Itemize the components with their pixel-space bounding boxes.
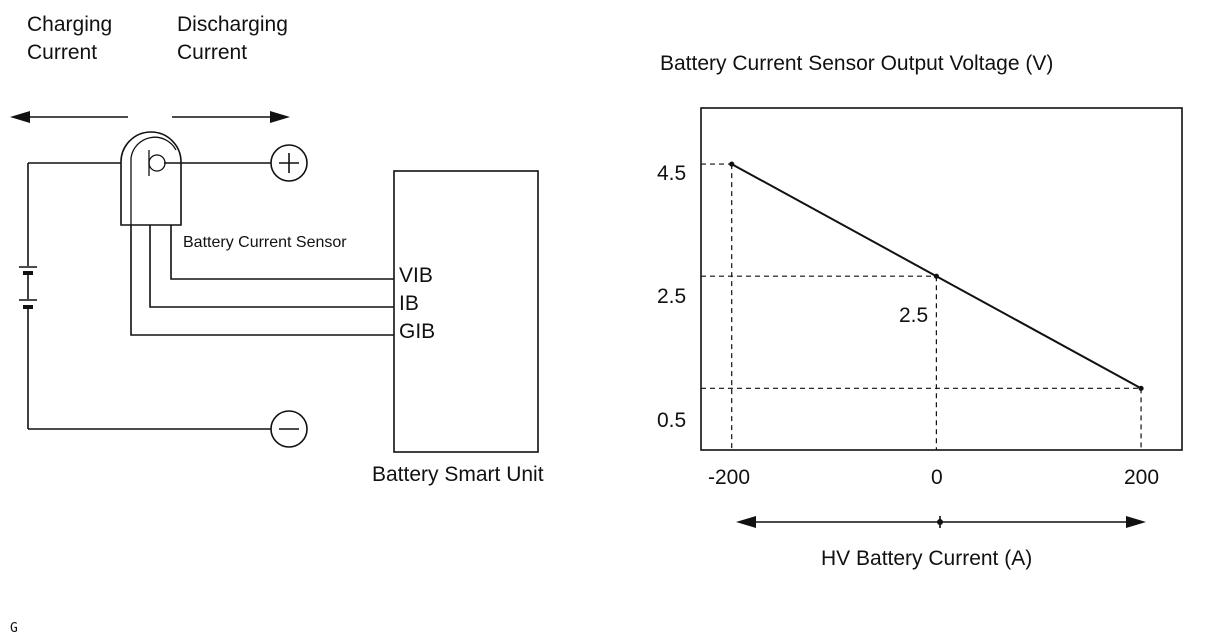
x-axis-arrow — [736, 516, 1146, 528]
center-point-label: 2.5 — [899, 304, 929, 327]
hv-battery-symbol — [19, 266, 37, 314]
charging-current-label: Charging Current — [27, 13, 113, 64]
y-tick-2-5: 2.5 — [657, 285, 687, 308]
x-tick-200: 200 — [1124, 466, 1160, 489]
data-point-2 — [1138, 385, 1144, 391]
terminal-gib-label: GIB — [399, 320, 436, 343]
discharging-current-label: Discharging Current — [177, 13, 288, 64]
battery-smart-unit-box — [393, 170, 539, 453]
y-tick-0-5: 0.5 — [657, 409, 687, 432]
discharging-arrow — [172, 111, 290, 123]
terminal-vib-label: VIB — [399, 264, 433, 287]
footnote-code: G — [10, 621, 18, 636]
x-axis-label: HV Battery Current (A) — [821, 547, 1033, 570]
negative-terminal-icon — [270, 410, 308, 448]
x-tick-0: 0 — [931, 466, 943, 489]
data-point-0 — [729, 161, 735, 167]
data-point-1 — [933, 273, 939, 279]
battery-smart-unit-label: Battery Smart Unit — [372, 463, 544, 486]
sensor-signal-wires — [130, 225, 394, 336]
terminal-ib-label: IB — [399, 292, 419, 315]
x-tick-minus-200: -200 — [708, 466, 751, 489]
positive-terminal-icon — [270, 144, 308, 182]
y-tick-4-5: 4.5 — [657, 162, 687, 185]
chart-frame — [700, 107, 1183, 451]
charging-arrow — [10, 111, 128, 123]
battery-current-sensor-label: Battery Current Sensor — [183, 234, 347, 251]
graph-title: Battery Current Sensor Output Voltage (V… — [660, 52, 1054, 75]
